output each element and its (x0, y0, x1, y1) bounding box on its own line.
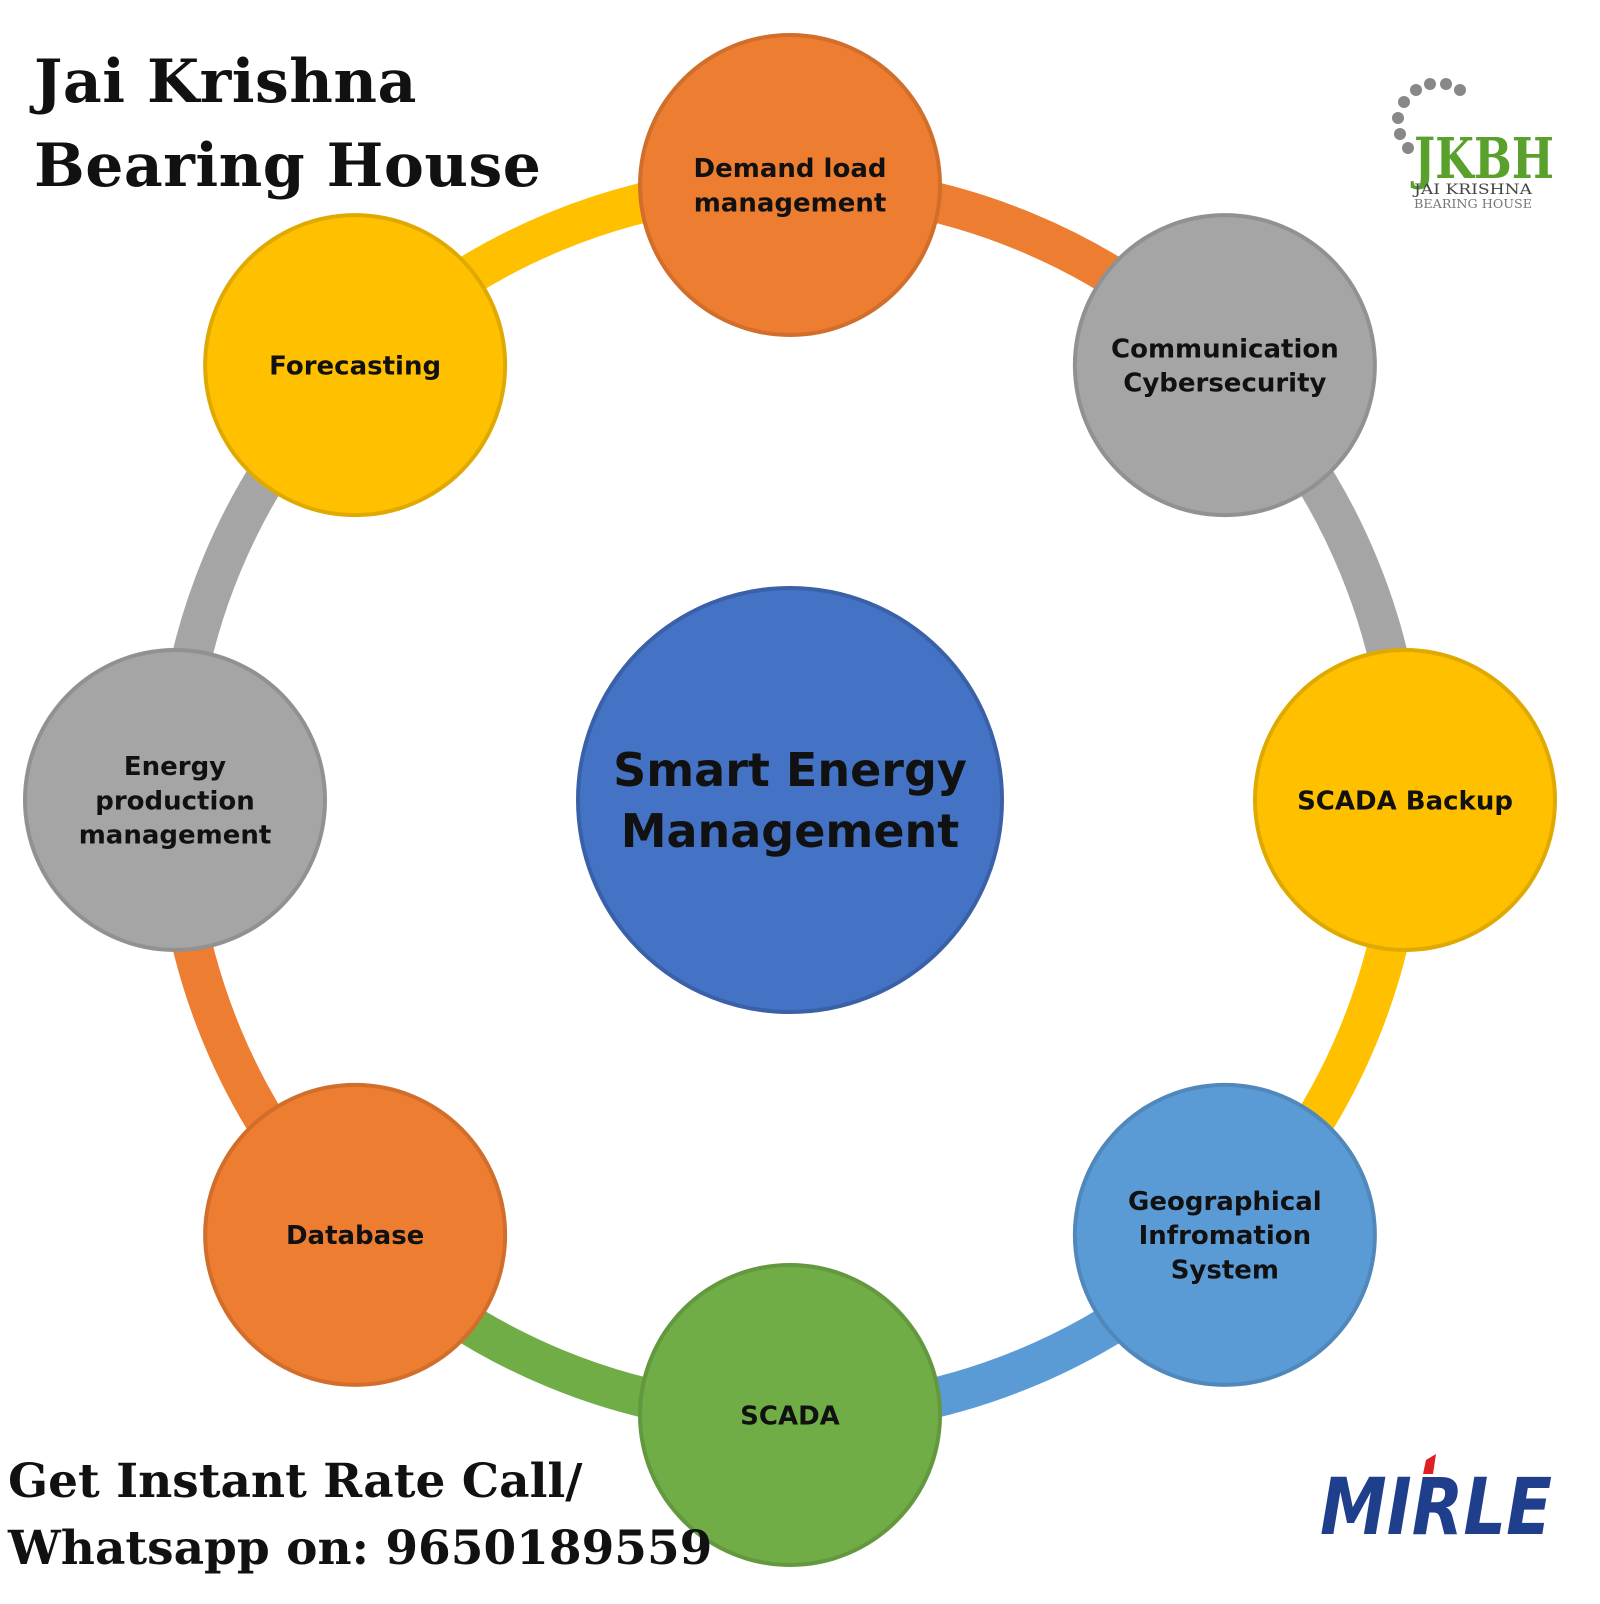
node-forecasting: Forecasting (203, 213, 508, 518)
node-energy-production-management-circle (27, 652, 323, 948)
mirle-wordmark: MIRLE (1320, 1463, 1552, 1550)
node-communication-cybersecurity-label-line-2: Cybersecurity (1123, 369, 1326, 399)
company-title: Jai Krishna Bearing House (34, 40, 541, 208)
center-node-label-line-2: Management (621, 804, 960, 858)
jkbh-line2: BEARING HOUSE (1414, 197, 1532, 211)
node-geographical-infromation-system-label-line-3: System (1171, 1256, 1279, 1286)
node-database-circle (207, 1086, 504, 1383)
node-demand-load-management-label-line-2: management (694, 189, 887, 219)
contact-line2: Whatsapp on: 9650189559 (8, 1521, 713, 1576)
node-scada-circle (642, 1267, 938, 1563)
mirle-logo: MIRLE (1320, 1454, 1552, 1550)
node-forecasting-label-line-1: Forecasting (269, 351, 441, 381)
node-communication-cybersecurity-label-line-1: Communication (1111, 334, 1339, 364)
node-communication-cybersecurity-circle (1076, 217, 1373, 514)
node-geographical-infromation-system-label-line-1: Geographical (1128, 1187, 1322, 1217)
mirle-accent-icon (1423, 1454, 1436, 1474)
node-demand-load-management-label-line-1: Demand load (694, 154, 887, 184)
jkbh-mark: JKBH (1410, 126, 1554, 192)
node-geographical-infromation-system-label-line-2: Infromation (1139, 1221, 1312, 1251)
center-node-label-line-1: Smart Energy (613, 743, 967, 797)
node-forecasting-circle (207, 217, 504, 514)
node-demand-load-management-circle (642, 37, 938, 333)
node-scada: SCADA (638, 1263, 942, 1567)
bearing-balls-icon (1392, 78, 1466, 154)
contact-callout: Get Instant Rate Call/ Whatsapp on: 9650… (8, 1448, 712, 1582)
node-scada-backup: SCADA Backup (1253, 648, 1557, 952)
node-geographical-infromation-system-circle (1076, 1086, 1373, 1383)
node-energy-production-management-label-line-3: management (79, 821, 272, 851)
contact-line1: Get Instant Rate Call/ (8, 1454, 583, 1509)
center-node-circle (576, 586, 1004, 1014)
jkbh-line1: JAI KRISHNA (1412, 182, 1534, 198)
jkbh-logo: JKBH JAI KRISHNA BEARING HOUSE (1392, 78, 1554, 211)
node-database: Database (203, 1082, 508, 1387)
node-scada-label-line-1: SCADA (740, 1401, 840, 1431)
node-demand-load-management: Demand load management (638, 33, 942, 337)
node-energy-production-management-label-line-2: production (95, 786, 255, 816)
node-scada-backup-circle (1257, 652, 1553, 948)
node-scada-backup-label-line-1: SCADA Backup (1297, 786, 1513, 816)
company-title-line2: Bearing House (34, 131, 542, 201)
node-energy-production-management: Energy production management (23, 648, 327, 952)
company-title-line1: Jai Krishna (34, 47, 417, 117)
node-energy-production-management-label-line-1: Energy (124, 752, 226, 782)
satellite-nodes: Demand loadmanagementCommunicationCybers… (23, 33, 1557, 1567)
node-database-label-line-1: Database (286, 1221, 424, 1251)
